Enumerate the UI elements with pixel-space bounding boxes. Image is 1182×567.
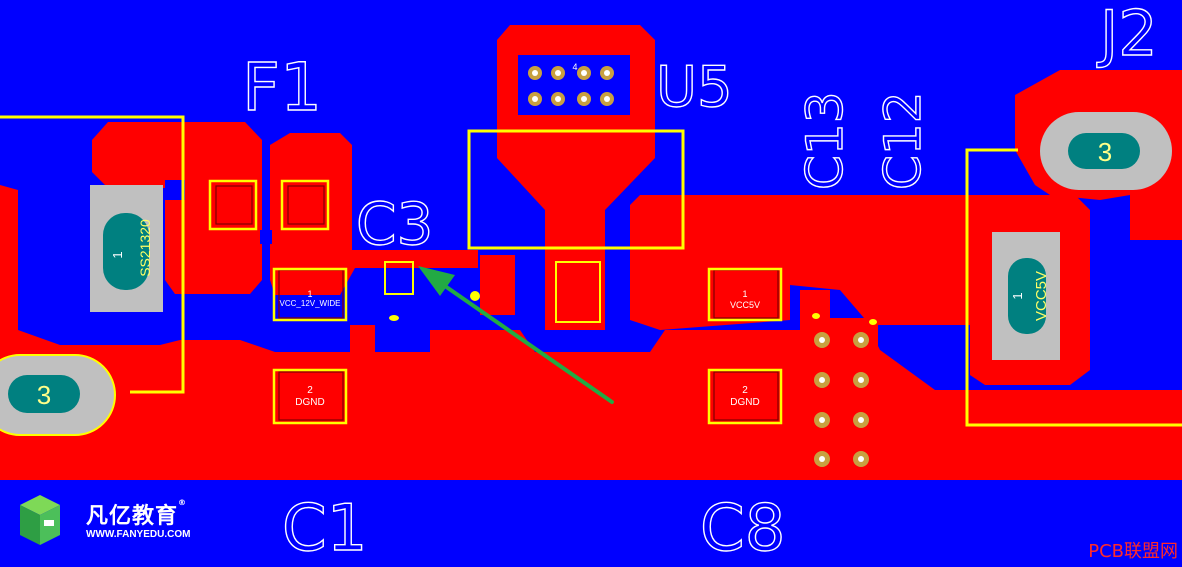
logo-registered-mark: ® [178,498,188,507]
tp-vcc5v-label: VCC5V [730,300,760,310]
designator-c12: C12 [874,91,932,190]
vcc5v-component [992,232,1060,360]
tp-dgnd-left-label: DGND [295,397,324,408]
designator-c8: C8 [700,492,785,566]
u5-outline [467,129,685,250]
logo-name: 凡亿教育 [86,504,179,529]
tp-vcc12-label: VCC_12V_WIDE [280,299,341,308]
tp-dgnd-right-number: 2 [742,385,748,396]
clearance-layer [0,180,1182,567]
pad-outlines [215,185,779,421]
left-connector [0,354,116,436]
tp-dgnd-right-label: DGND [730,397,759,408]
u5-pin-number: 4 [572,62,577,72]
designator-f1: F1 [242,49,322,126]
smd-pads [220,190,320,220]
f1-outline [0,115,185,394]
left-connector-number: 3 [37,380,51,410]
u5-vias [518,55,630,115]
small-vias [389,291,877,325]
pad-labels: 3 3 1 SS21320 1 VCC5V 1 VCC_12V_WIDE 2 D… [37,62,1112,410]
diode-part-label: SS21320 [137,219,153,277]
j2-outline [965,148,1182,427]
right-connector [1040,112,1172,190]
tp-dgnd-left-number: 2 [307,385,313,396]
designators: F1 C3 U5 C13 C12 J2 C1 C8 [241,0,1158,567]
designator-u5: U5 [656,55,733,120]
green-arrow-icon [418,266,614,404]
vcc5v-pin-number: 1 [1010,292,1025,299]
designator-c3: C3 [356,190,433,258]
diode-component [90,185,163,312]
diode-pin-number: 1 [110,251,125,258]
fanyedu-logo-icon [20,495,60,545]
vcc5v-part-label: VCC5V [1033,271,1050,321]
designator-c1: C1 [282,492,367,566]
watermark-text: PCB联盟网 [1088,541,1178,562]
designator-c13: C13 [796,91,854,190]
tp-vcc5v-number: 1 [742,289,747,299]
designator-j2: J2 [1096,0,1158,70]
header-pins [808,318,878,478]
right-connector-number: 3 [1098,137,1112,167]
silkscreen-layer [0,115,1182,427]
tp-vcc12-number: 1 [307,289,312,299]
logo-url: WWW.FANYEDU.COM [86,529,191,540]
logo-text: 凡亿教育® [86,498,187,530]
